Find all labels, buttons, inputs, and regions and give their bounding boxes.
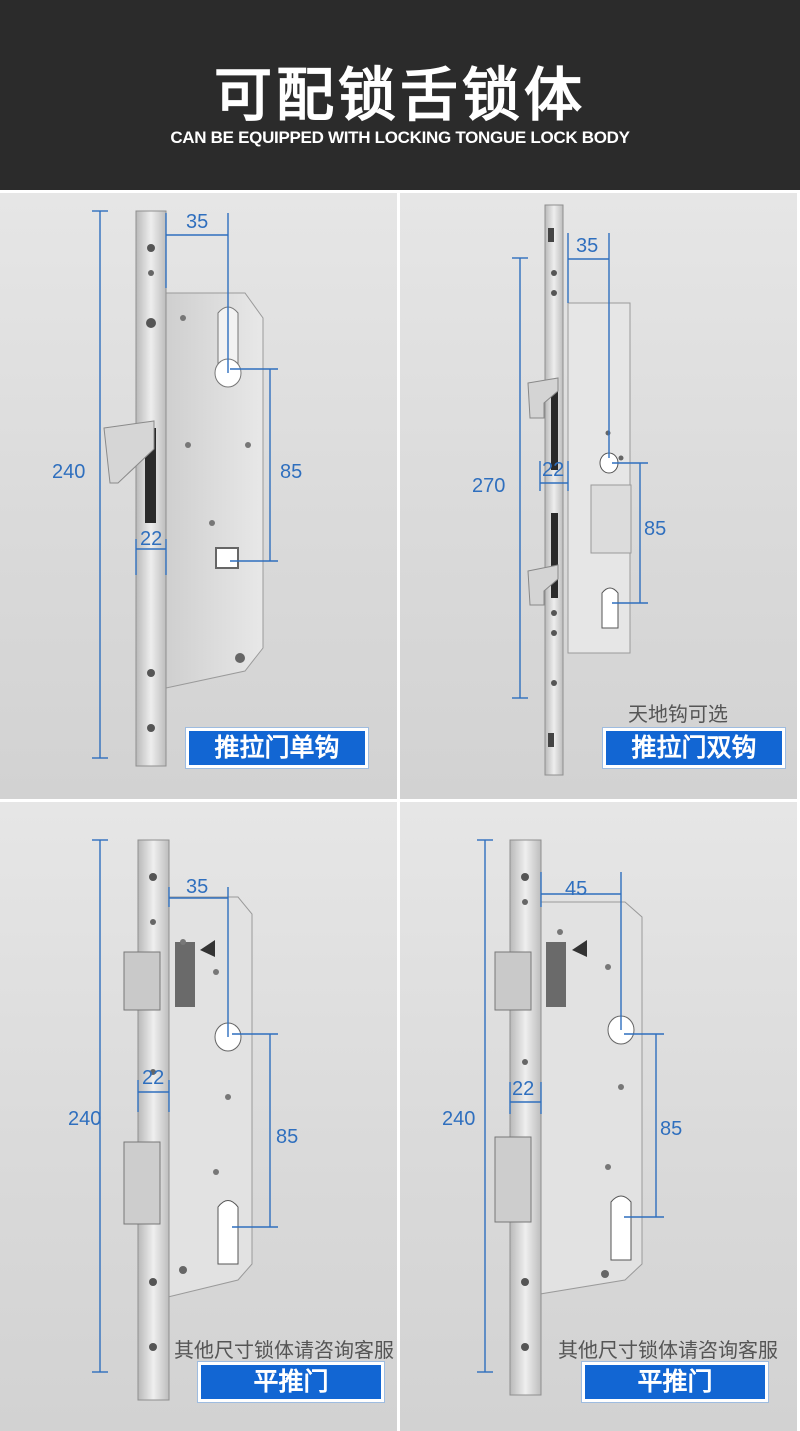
lock-body-illustration [92, 210, 278, 767]
dimension-width: 35 [186, 876, 209, 898]
optional-hook-note: 天地钩可选 [628, 702, 728, 726]
dimension-backset: 85 [660, 1118, 683, 1140]
page-title: 可配锁舌锁体 [213, 61, 586, 129]
custom-size-note: 其他尺寸锁体请咨询客服 [174, 1338, 394, 1362]
lock-body-illustration [92, 839, 278, 1401]
product-panel-sliding-double-hook: 270 35 85 22 天地钩可选 推拉门双钩 [400, 193, 797, 799]
lock-body-illustration [477, 839, 664, 1396]
header-banner: 可配锁舌锁体 CAN BE EQUIPPED WITH LOCKING TONG… [0, 0, 800, 190]
dimension-face: 22 [542, 459, 565, 481]
product-label-badge: 推拉门双钩 [603, 728, 785, 768]
custom-size-note: 其他尺寸锁体请咨询客服 [558, 1338, 778, 1362]
dimension-backset: 85 [276, 1126, 299, 1148]
product-label-badge: 平推门 [198, 1362, 384, 1402]
dimension-face: 22 [512, 1078, 535, 1100]
dimension-face: 22 [140, 528, 163, 550]
page-subtitle: CAN BE EQUIPPED WITH LOCKING TONGUE LOCK… [170, 128, 630, 147]
dimension-face: 22 [142, 1067, 165, 1089]
dimension-height: 240 [442, 1108, 476, 1130]
product-panel-sliding-single-hook: 240 35 85 22 推拉门单钩 [0, 193, 397, 799]
dimension-height: 270 [472, 475, 506, 497]
lock-body-illustration [512, 204, 648, 776]
dimension-backset: 85 [644, 518, 667, 540]
dimension-height: 240 [52, 461, 86, 483]
product-panel-push-door-35: 240 35 85 22 其他尺寸锁体请咨询客服 平推门 [0, 802, 397, 1431]
dimension-width: 35 [186, 211, 209, 233]
product-label-badge: 推拉门单钩 [186, 728, 368, 768]
dimension-width: 45 [565, 878, 588, 900]
product-panel-push-door-45: 240 45 85 22 其他尺寸锁体请咨询客服 平推门 [400, 802, 797, 1431]
dimension-height: 240 [68, 1108, 102, 1130]
product-label-badge: 平推门 [582, 1362, 768, 1402]
dimension-backset: 85 [280, 461, 303, 483]
dimension-width: 35 [576, 235, 599, 257]
